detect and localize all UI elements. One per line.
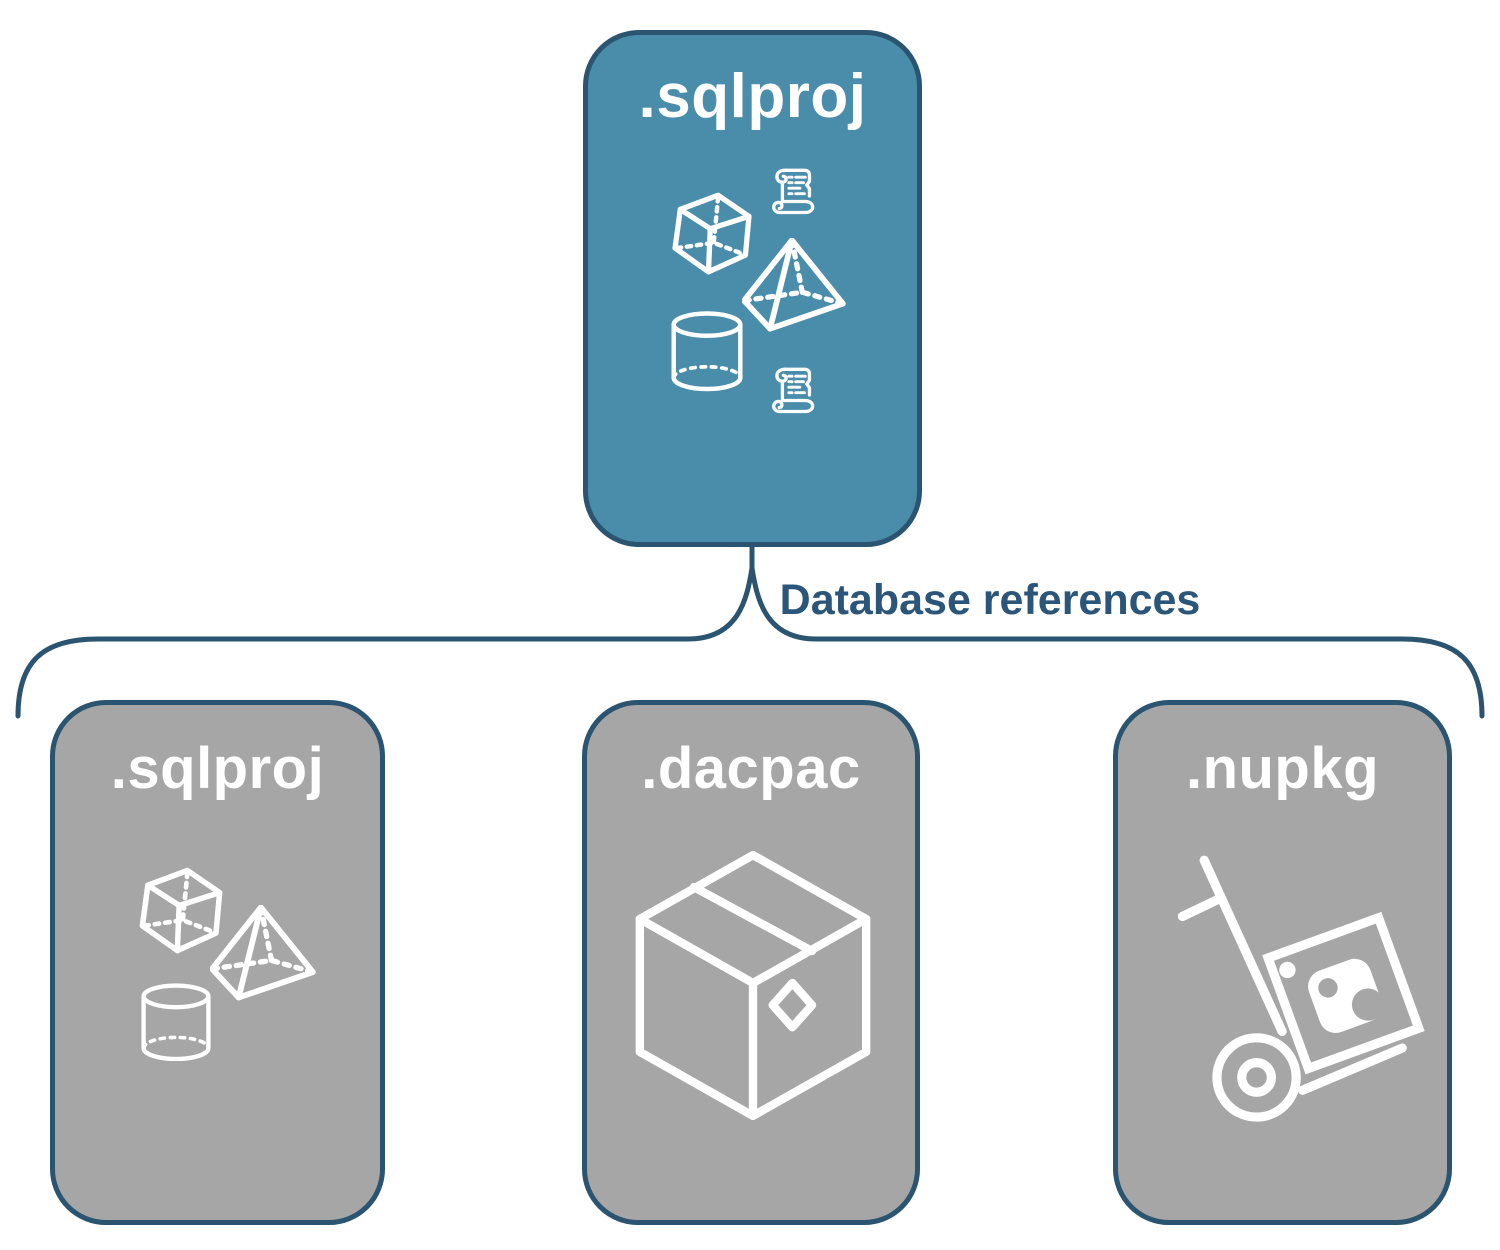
- connector-label: Database references: [779, 576, 1201, 624]
- child-card-title: .nupkg: [1185, 736, 1380, 801]
- child-card-title: .dacpac: [641, 736, 861, 801]
- brace-right-arm: [749, 565, 1485, 719]
- brace-left-arm: [15, 565, 755, 719]
- root-card-title: .sqlproj: [638, 62, 867, 131]
- scroll-icon: [765, 362, 820, 417]
- pyramid-icon: [742, 238, 846, 332]
- package-box-icon: [630, 845, 876, 1121]
- cylinder-icon: [140, 982, 212, 1064]
- cylinder-icon: [670, 310, 744, 394]
- pyramid-icon: [210, 905, 316, 1001]
- scroll-icon: [765, 163, 820, 218]
- child-card-title: .sqlproj: [110, 736, 325, 801]
- card-nupkg-reference: .nupkg: [1113, 700, 1452, 1225]
- card-dacpac-reference: .dacpac: [582, 700, 920, 1225]
- card-sqlproj-reference: .sqlproj: [50, 700, 385, 1225]
- nuget-handtruck-icon: [1172, 850, 1428, 1195]
- card-sqlproj-root: .sqlproj: [583, 30, 922, 547]
